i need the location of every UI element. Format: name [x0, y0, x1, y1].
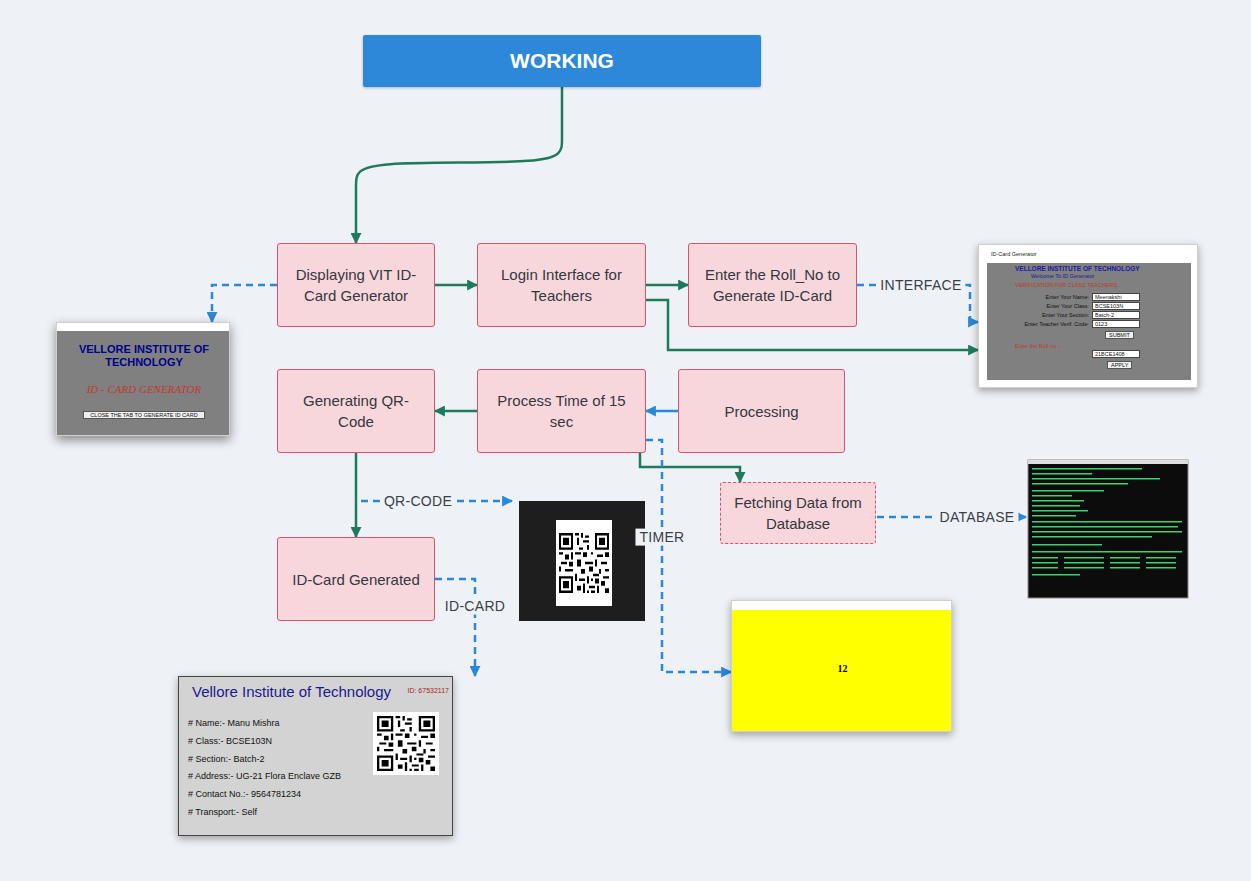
terminal-output [1032, 468, 1182, 576]
box-label: Login Interface for Teachers [488, 264, 635, 306]
terminal-window [1028, 460, 1188, 598]
button-label: SUBMIT [1105, 331, 1134, 339]
flow-arrow [435, 410, 477, 413]
box-label: Enter the Roll_No to Generate ID-Card [699, 264, 846, 306]
screen-text: Enter the Roll no :- [1015, 343, 1115, 349]
screen-text: Enter Your Section: [989, 312, 1089, 318]
screen-text: Vellore Institute of Technology [192, 683, 404, 700]
interface-window: ID-Card GeneratorVELLORE INSTITUTE OF TE… [978, 244, 1198, 388]
box-label: Processing [724, 401, 798, 422]
edge-label: INTERFACE [876, 277, 965, 294]
qr-pattern [377, 716, 435, 771]
flow-arrow [640, 453, 740, 482]
edge-label: TIMER [635, 529, 688, 546]
process-box: Generating QR-Code [277, 369, 435, 453]
splash-window: VELLORE INSTITUTE OF TECHNOLOGY ID - CARD… [56, 322, 230, 436]
screen-text: # Name:- Manu Mishra [188, 718, 370, 728]
dashed-connector [857, 285, 978, 322]
qr-code [559, 533, 609, 593]
input-field: Batch-2 [1092, 311, 1140, 319]
terminal-title-bar [1028, 460, 1188, 464]
screen-text: Enter Teacher Verif. Code: [989, 321, 1089, 327]
process-box: Process Time of 15 sec [477, 369, 646, 453]
box-label: Generating QR-Code [288, 390, 424, 432]
leader-line [877, 516, 1026, 519]
input-field: BCSE103N [1092, 302, 1140, 310]
button-label: CLOSE THE TAB TO GENERATE ID CARD [83, 411, 205, 419]
screen-text: VELLORE INSTITUTE OF TECHNOLOGY [63, 343, 225, 368]
terminal-screenshot [1028, 460, 1188, 598]
process-box: ID-Card Generated [277, 537, 435, 621]
screen-text: 12 [732, 663, 953, 675]
screen-text: VELLORE INSTITUTE OF TECHNOLOGY [1015, 265, 1191, 272]
flow-arrow [355, 453, 358, 537]
dashed-connector [646, 440, 731, 672]
dashed-connector [212, 285, 277, 322]
qr-image-paper [556, 520, 612, 606]
process-box: Displaying VIT ID-Card Generator [277, 243, 435, 327]
screen-text: Welcome To ID Generator [1031, 273, 1181, 279]
timer-window: 12 [731, 600, 952, 732]
screen-text: # Address:- UG-21 Flora Enclave GZB [188, 771, 370, 781]
box-label: ID-Card Generated [292, 569, 420, 590]
input-field: 0123 [1092, 320, 1140, 328]
box-label: Displaying VIT ID-Card Generator [288, 264, 424, 306]
screen-text: # Transport:- Self [188, 807, 370, 817]
qr-image-frame [519, 501, 645, 621]
screen-text: VERIFICATION FOR CLASS TEACHERS [1015, 282, 1185, 288]
process-box: Login Interface for Teachers [477, 243, 646, 327]
screen-text: Enter Your Class: [989, 303, 1089, 309]
qr-code [373, 712, 439, 775]
screen-text: # Section:- Batch-2 [188, 754, 370, 764]
process-box: Fetching Data from Database [720, 482, 876, 544]
leader-line [361, 500, 512, 503]
flow-arrow [356, 87, 562, 243]
flow-arrow [646, 284, 688, 287]
screen-text: # Class:- BCSE103N [188, 736, 370, 746]
screen-text: ID - CARD GENERATOR [57, 383, 231, 396]
screen-text: Enter Your Name: [989, 294, 1089, 300]
flow-arrow [435, 284, 477, 287]
process-box: Processing [678, 369, 845, 453]
id-card: Vellore Institute of TechnologyID: 67532… [178, 676, 453, 836]
qr-code-image [519, 501, 645, 621]
process-box: Enter the Roll_No to Generate ID-Card [688, 243, 857, 327]
box-label: WORKING [510, 46, 614, 75]
flow-arrow [646, 410, 678, 413]
window-panel [987, 263, 1191, 380]
title-box: WORKING [363, 35, 761, 87]
box-label: Process Time of 15 sec [488, 390, 635, 432]
qr-background [373, 712, 439, 775]
box-label: Fetching Data from Database [731, 492, 865, 534]
screen-text: # Contact No.:- 9564781234 [188, 789, 370, 799]
input-field: Meenakshi [1092, 293, 1140, 301]
input-field: 21BCE1408 [1092, 350, 1140, 358]
screen-text: ID: 67532117 [401, 687, 449, 695]
dashed-connector [435, 579, 475, 676]
edge-label: ID-CARD [441, 598, 509, 615]
callout-label: QR-CODE [380, 493, 456, 510]
button-label: APPLY [1107, 361, 1132, 369]
screen-text: ID-Card Generator [991, 251, 1141, 257]
callout-label: DATABASE [935, 509, 1018, 526]
